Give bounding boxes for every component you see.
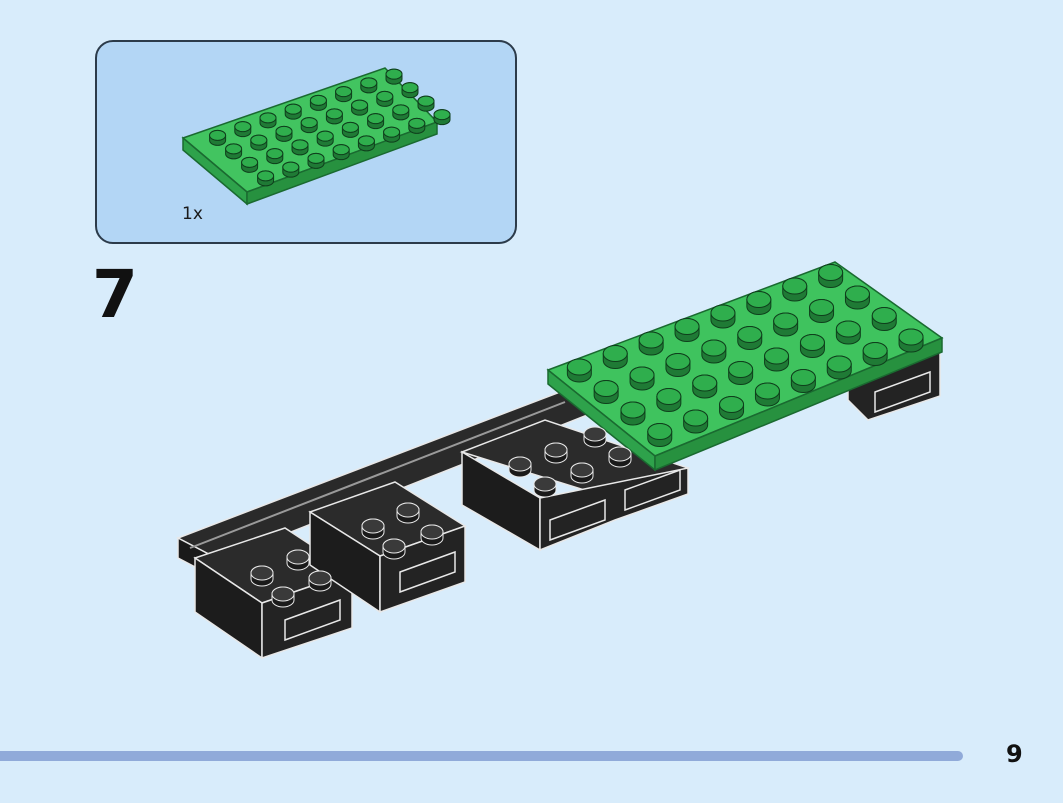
stud-icon — [773, 312, 799, 337]
stud-icon — [566, 358, 592, 383]
stud-icon — [638, 331, 664, 356]
stud-icon — [782, 277, 808, 302]
stud-icon — [701, 339, 727, 364]
stud-icon — [683, 409, 709, 434]
stud-icon — [257, 170, 275, 187]
stud-icon — [871, 307, 897, 331]
black-brick-right — [459, 419, 691, 552]
progress-bar — [0, 751, 963, 761]
stud-icon — [376, 90, 394, 107]
stud-icon — [332, 144, 350, 161]
stud-icon — [508, 456, 532, 478]
stud-icon — [325, 108, 343, 125]
stud-icon — [275, 125, 293, 142]
stud-icon — [799, 334, 825, 358]
stud-icon — [392, 104, 410, 121]
stud-icon — [656, 388, 682, 412]
stud-icon — [665, 353, 691, 377]
stud-icon — [309, 94, 327, 111]
black-brick-far-right — [847, 348, 941, 421]
stud-icon — [300, 117, 318, 134]
stud-icon — [620, 401, 646, 426]
stud-icon — [608, 446, 632, 468]
stud-icon — [570, 462, 594, 484]
stud-icon — [209, 129, 227, 146]
stud-icon — [602, 345, 628, 369]
stud-icon — [835, 320, 861, 345]
stud-icon — [898, 328, 924, 353]
stud-icon — [234, 121, 252, 138]
stud-icon — [316, 130, 334, 147]
stud-icon — [417, 95, 435, 112]
stud-icon — [291, 139, 309, 156]
stud-icon — [629, 366, 655, 391]
stud-icon — [719, 396, 745, 420]
stud-icon — [351, 99, 369, 116]
stud-icon — [862, 342, 888, 366]
stud-icon — [401, 82, 419, 99]
stud-icon — [341, 121, 359, 138]
stud-icon — [367, 113, 385, 130]
page-number: 9 — [1006, 740, 1023, 768]
stud-icon — [360, 77, 378, 94]
stud-icon — [647, 423, 673, 447]
stud-icon — [250, 134, 268, 151]
stud-icon — [408, 117, 426, 134]
stud-icon — [266, 148, 284, 165]
stud-icon — [593, 380, 619, 404]
stud-icon — [383, 126, 401, 143]
stud-icon — [746, 291, 772, 315]
stud-icon — [764, 347, 790, 372]
stud-icon — [583, 426, 607, 448]
stud-icon — [737, 326, 763, 350]
stud-icon — [385, 68, 403, 85]
stud-icon — [818, 264, 844, 288]
stud-icon — [844, 285, 870, 310]
stud-icon — [544, 442, 568, 464]
part-quantity: 1x — [182, 204, 203, 224]
parts-callout: 1x — [95, 40, 517, 244]
stud-icon — [284, 103, 302, 120]
stud-icon — [259, 112, 277, 129]
stud-icon — [241, 156, 259, 173]
stud-icon — [286, 549, 310, 571]
stud-icon — [250, 565, 274, 587]
stud-icon — [335, 86, 353, 103]
stud-icon — [308, 570, 332, 592]
stud-icon — [361, 518, 385, 540]
stud-icon — [710, 304, 736, 329]
stud-icon — [790, 369, 816, 393]
stud-icon — [674, 318, 700, 342]
stud-icon — [396, 502, 420, 524]
stud-icon — [307, 152, 325, 169]
stud-icon — [728, 361, 754, 385]
stud-icon — [420, 524, 444, 546]
stud-icon — [271, 586, 295, 608]
stud-icon — [225, 143, 243, 160]
stud-icon — [357, 135, 375, 152]
stud-icon — [533, 476, 557, 498]
green-plate-part-icon — [181, 67, 451, 206]
stud-icon — [282, 161, 300, 178]
stud-icon — [826, 355, 852, 380]
stud-icon — [382, 538, 406, 560]
stud-icon — [692, 374, 718, 399]
stud-icon — [754, 382, 780, 407]
stud-icon — [433, 109, 451, 126]
step-number: 7 — [92, 256, 138, 333]
stud-icon — [809, 299, 835, 323]
